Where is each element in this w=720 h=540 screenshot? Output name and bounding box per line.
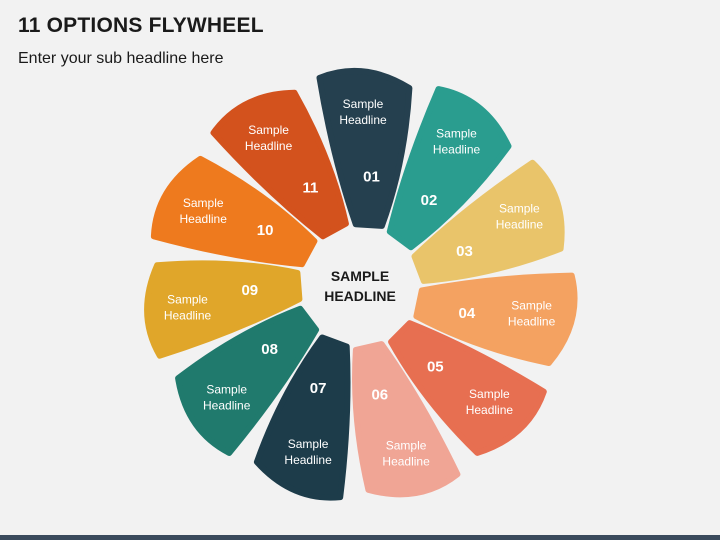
petal-number: 09 [241,282,258,299]
center-hub [304,230,416,342]
petal-label-line1: Sample [167,293,208,307]
petal-shape [316,67,413,229]
petal-label-line2: Headline [433,142,481,156]
petal-label-line2: Headline [466,403,514,417]
center-title-line2: HEADLINE [324,288,396,304]
page-subtitle: Enter your sub headline here [18,50,224,67]
petal-number: 10 [257,222,274,239]
petal-label-line1: Sample [288,437,329,451]
petal-label-line1: Sample [248,123,289,137]
petal-shape [413,272,578,366]
petal-label-line2: Headline [339,113,387,127]
petal-label-line2: Headline [496,218,544,232]
bottom-bar [0,535,720,540]
petal-number: 08 [261,341,278,358]
petal-number: 02 [421,192,438,209]
petal-shape [150,155,318,268]
petal-shape [386,86,512,251]
petal-shape [352,341,461,498]
petal-label-line2: Headline [203,399,251,413]
petal-shape [144,260,303,359]
petal-label-line1: Sample [499,202,540,216]
petal-label-line1: Sample [183,196,224,210]
petal-label-line2: Headline [508,315,556,329]
petal-number: 04 [459,305,476,322]
petal-label-line1: Sample [206,383,247,397]
petal-label-line1: Sample [511,299,552,313]
petal-number: 11 [302,180,318,197]
petal-label-line1: Sample [469,387,510,401]
petal-label-line2: Headline [284,453,332,467]
petal-shape [253,334,351,501]
petal-label-line2: Headline [180,212,228,226]
petal-label-line1: Sample [386,439,427,453]
petal-label-line1: Sample [436,126,477,140]
petal-shape [175,305,320,456]
petal-number: 01 [363,168,380,185]
petal-label-line2: Headline [164,309,212,323]
petal-number: 03 [456,243,473,260]
page-title: 11 OPTIONS FLYWHEEL [18,14,264,37]
petal-label-line1: Sample [343,97,384,111]
petal-shape [388,320,547,456]
center-title-line1: SAMPLE [331,268,389,284]
petal-number: 07 [310,380,327,397]
petal-label-line2: Headline [245,139,293,153]
petal-shape [411,159,565,284]
petal-number: 06 [371,386,388,403]
petal-shape [210,89,349,240]
petal-label-line2: Headline [382,455,430,469]
petal-number: 05 [427,359,444,376]
